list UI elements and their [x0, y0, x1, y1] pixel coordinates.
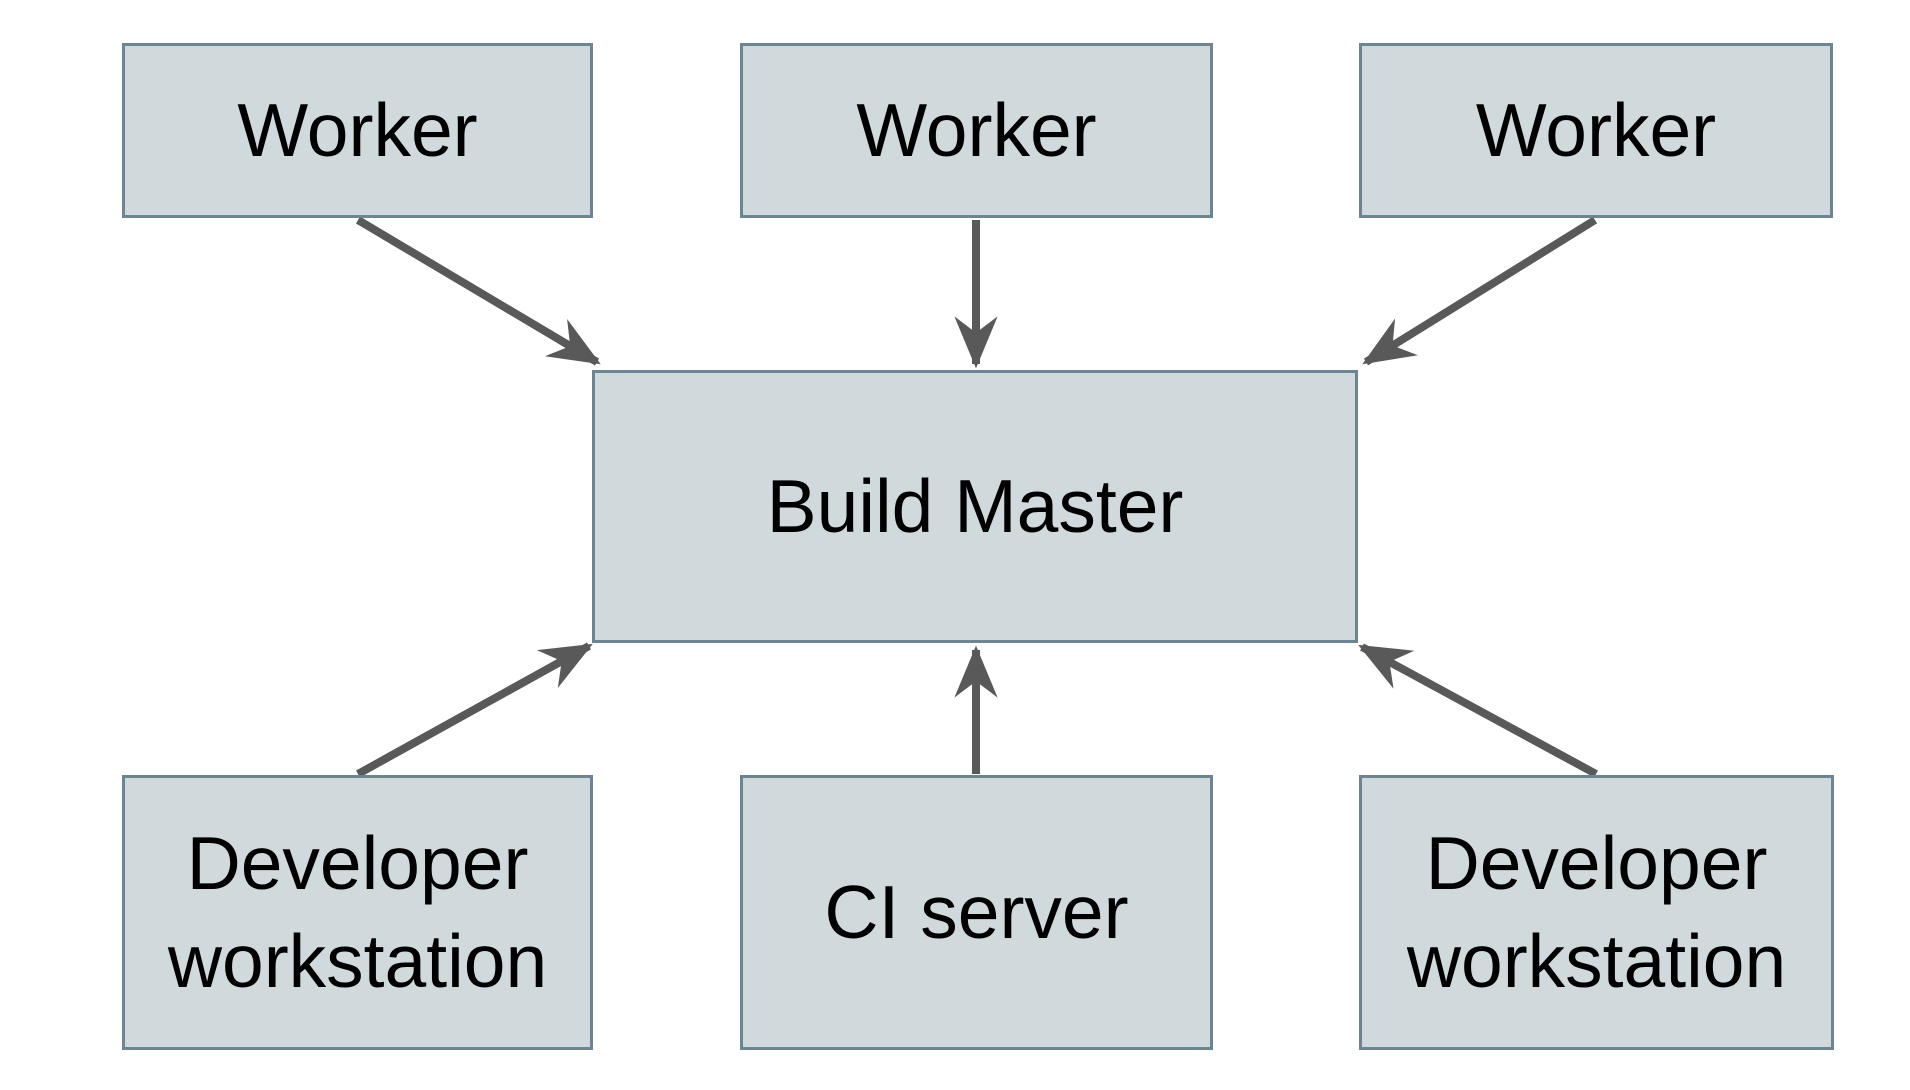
node-worker-left: Worker	[122, 43, 593, 218]
node-worker-right-label: Worker	[1475, 87, 1717, 172]
node-worker-left-label: Worker	[237, 87, 478, 172]
node-worker-middle: Worker	[740, 43, 1213, 218]
node-ci-server: CI server	[740, 775, 1213, 1050]
node-build-master-label: Build Master	[766, 463, 1184, 548]
arrow-worker-right-to-build-master	[1362, 216, 1598, 366]
node-build-master: Build Master	[592, 370, 1358, 643]
node-developer-workstation-left-label: Developer workstation	[167, 821, 548, 1003]
node-worker-right: Worker	[1359, 43, 1833, 218]
node-ci-server-label: CI server	[824, 869, 1129, 954]
arrow-worker-left-to-build-master	[355, 216, 601, 366]
node-worker-middle-label: Worker	[856, 87, 1097, 172]
node-developer-workstation-right-label: Developer workstation	[1406, 821, 1787, 1003]
arrow-dev-workstation-left-to-build-master	[356, 642, 593, 778]
arrow-dev-workstation-right-to-build-master	[1358, 643, 1598, 778]
node-developer-workstation-left: Developer workstation	[122, 775, 593, 1050]
node-developer-workstation-right: Developer workstation	[1359, 775, 1834, 1050]
